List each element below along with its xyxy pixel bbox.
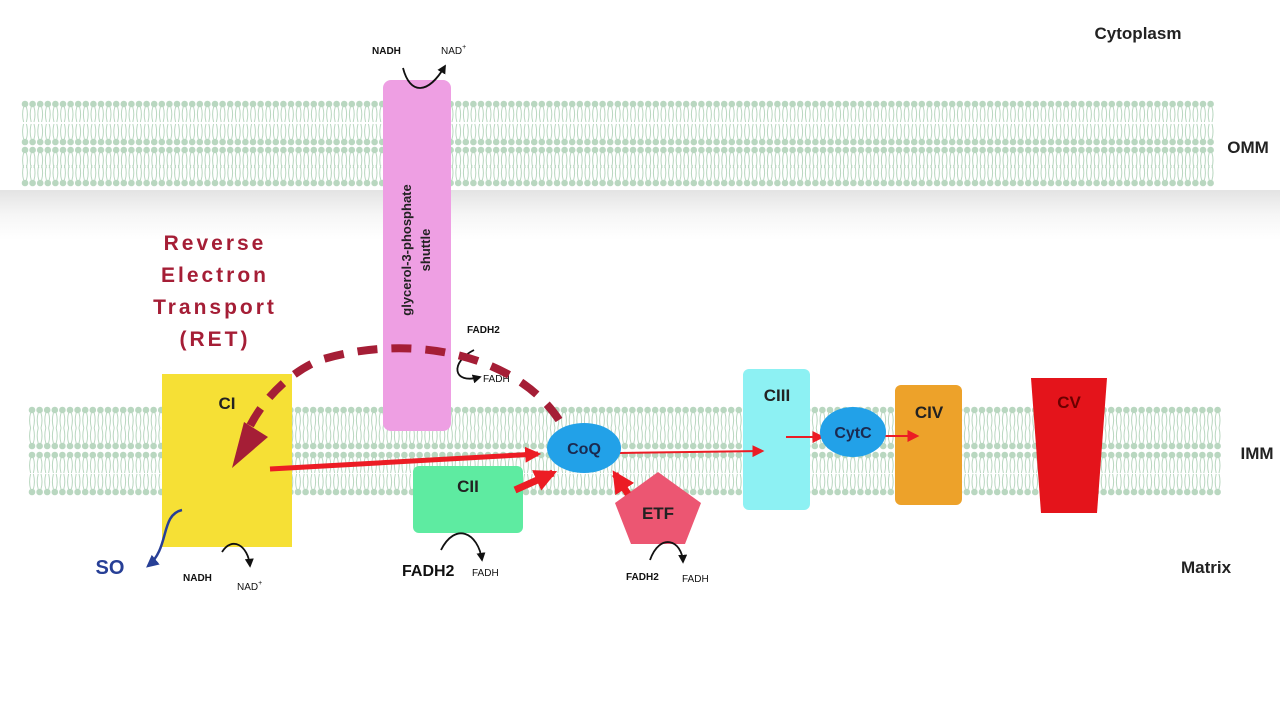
ret-title: Reverse Electron Transport (RET) xyxy=(135,228,295,356)
shuttle-fadh2-label: FADH2 xyxy=(467,325,500,336)
intermembrane-shade xyxy=(0,190,1280,240)
complex-i-label: CI xyxy=(219,394,236,413)
complex-iv: CIV xyxy=(895,385,962,505)
coq-to-ciii-arrow xyxy=(619,445,765,458)
ret-dashed-arrow xyxy=(244,344,563,432)
shuttle-label-line2: shuttle xyxy=(418,229,433,272)
ci-reaction-arrow xyxy=(221,542,254,568)
complex-ii: CII xyxy=(413,466,523,533)
complex-v: CV xyxy=(1031,378,1107,513)
shuttle-fadh-label: FADH xyxy=(483,374,510,385)
complex-iii: CIII xyxy=(743,369,810,510)
etf-fadh-label: FADH xyxy=(682,574,709,585)
etf-reaction-arrow xyxy=(649,541,688,564)
etf-fadh2-label: FADH2 xyxy=(626,572,659,583)
etf-to-coq-arrow xyxy=(612,470,635,496)
glycerol-3-phosphate-shuttle: glycerol-3-phosphate shuttle xyxy=(383,80,451,431)
imm-label: IMM xyxy=(1240,444,1273,463)
cytochrome-c: CytC xyxy=(820,407,886,457)
coq-label: CoQ xyxy=(567,441,601,458)
shuttle-nad-label: NAD+ xyxy=(441,44,466,57)
ret-title-line4: (RET) xyxy=(179,328,251,351)
cii-reaction-arrow xyxy=(440,532,486,562)
cytoplasm-label: Cytoplasm xyxy=(1095,24,1182,43)
ret-title-line1: Reverse xyxy=(163,232,267,255)
ci-to-coq-arrow xyxy=(269,446,542,472)
complex-ii-label: CII xyxy=(457,477,479,496)
ret-title-line2: Electron xyxy=(160,264,270,287)
omm-label: OMM xyxy=(1227,138,1269,157)
cytc-label: CytC xyxy=(834,425,872,442)
ci-nad-label: NAD+ xyxy=(237,580,262,593)
cii-fadh-label: FADH xyxy=(472,568,499,579)
ret-arrowhead xyxy=(232,422,268,468)
shuttle-nadh-label: NADH xyxy=(372,46,401,57)
matrix-label: Matrix xyxy=(1181,558,1232,577)
complex-v-label: CV xyxy=(1057,393,1081,412)
coenzyme-q: CoQ xyxy=(547,423,621,473)
shuttle-top-reaction-arrow xyxy=(402,64,446,89)
superoxide-label: SO xyxy=(96,557,125,579)
complex-i: CI xyxy=(162,374,292,547)
complex-iv-label: CIV xyxy=(915,403,944,422)
complex-iii-label: CIII xyxy=(764,386,790,405)
shuttle-bottom-reaction-arrow xyxy=(456,349,482,384)
cii-fadh2-label: FADH2 xyxy=(402,563,455,580)
etf-label: ETF xyxy=(642,504,674,523)
ci-nadh-label: NADH xyxy=(183,573,212,584)
shuttle-label-line1: glycerol-3-phosphate xyxy=(399,184,414,315)
outer-membrane xyxy=(21,100,1214,187)
superoxide-arrow xyxy=(146,508,183,568)
cii-to-coq-arrow xyxy=(513,469,558,494)
etf: ETF xyxy=(615,472,701,544)
ret-title-line3: Transport xyxy=(153,296,277,319)
